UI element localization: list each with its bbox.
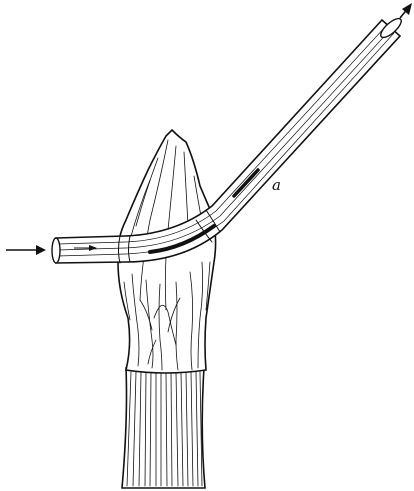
stem-base: [122, 368, 205, 488]
outflow-arrow: [400, 3, 412, 18]
bent-tube: [52, 16, 404, 263]
tube-label-a: a: [272, 176, 281, 194]
